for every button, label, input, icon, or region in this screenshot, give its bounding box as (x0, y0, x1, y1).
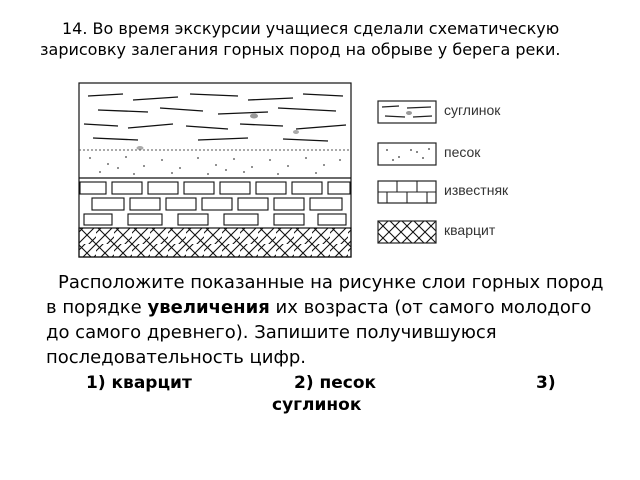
question-text: 14. Во время экскурсии учащиеся сделали … (40, 19, 561, 59)
loam-swatch-icon (377, 100, 437, 124)
legend-label: известняк (444, 182, 509, 198)
legend-label: суглинок (444, 102, 501, 118)
task-part2: их возраста (от самого молодого до самог… (46, 297, 592, 368)
legend: суглинок песок известняк (377, 100, 537, 250)
sand-layer (89, 156, 341, 175)
quartzite-swatch-icon (377, 220, 437, 244)
option-3: 3) суглинок (272, 373, 556, 416)
option-3-number: 3) (536, 373, 556, 393)
limestone-swatch-icon (377, 180, 437, 204)
quartzite-layer (78, 227, 352, 258)
task-part1: Расположите показанные на рисунке слои г… (46, 272, 604, 318)
limestone-layer (79, 181, 351, 226)
rock-layers-figure (78, 82, 352, 258)
task-bold-word: увеличения (147, 297, 270, 318)
option-3-word: суглинок (272, 395, 362, 415)
loam-layer (83, 93, 347, 150)
task-text: Расположите показанные на рисунке слои г… (46, 270, 616, 370)
option-2: 2) песок (294, 373, 377, 393)
sand-swatch-icon (377, 142, 437, 166)
option-1: 1) кварцит (86, 373, 192, 393)
legend-label: кварцит (444, 222, 496, 238)
legend-label: песок (444, 144, 481, 160)
